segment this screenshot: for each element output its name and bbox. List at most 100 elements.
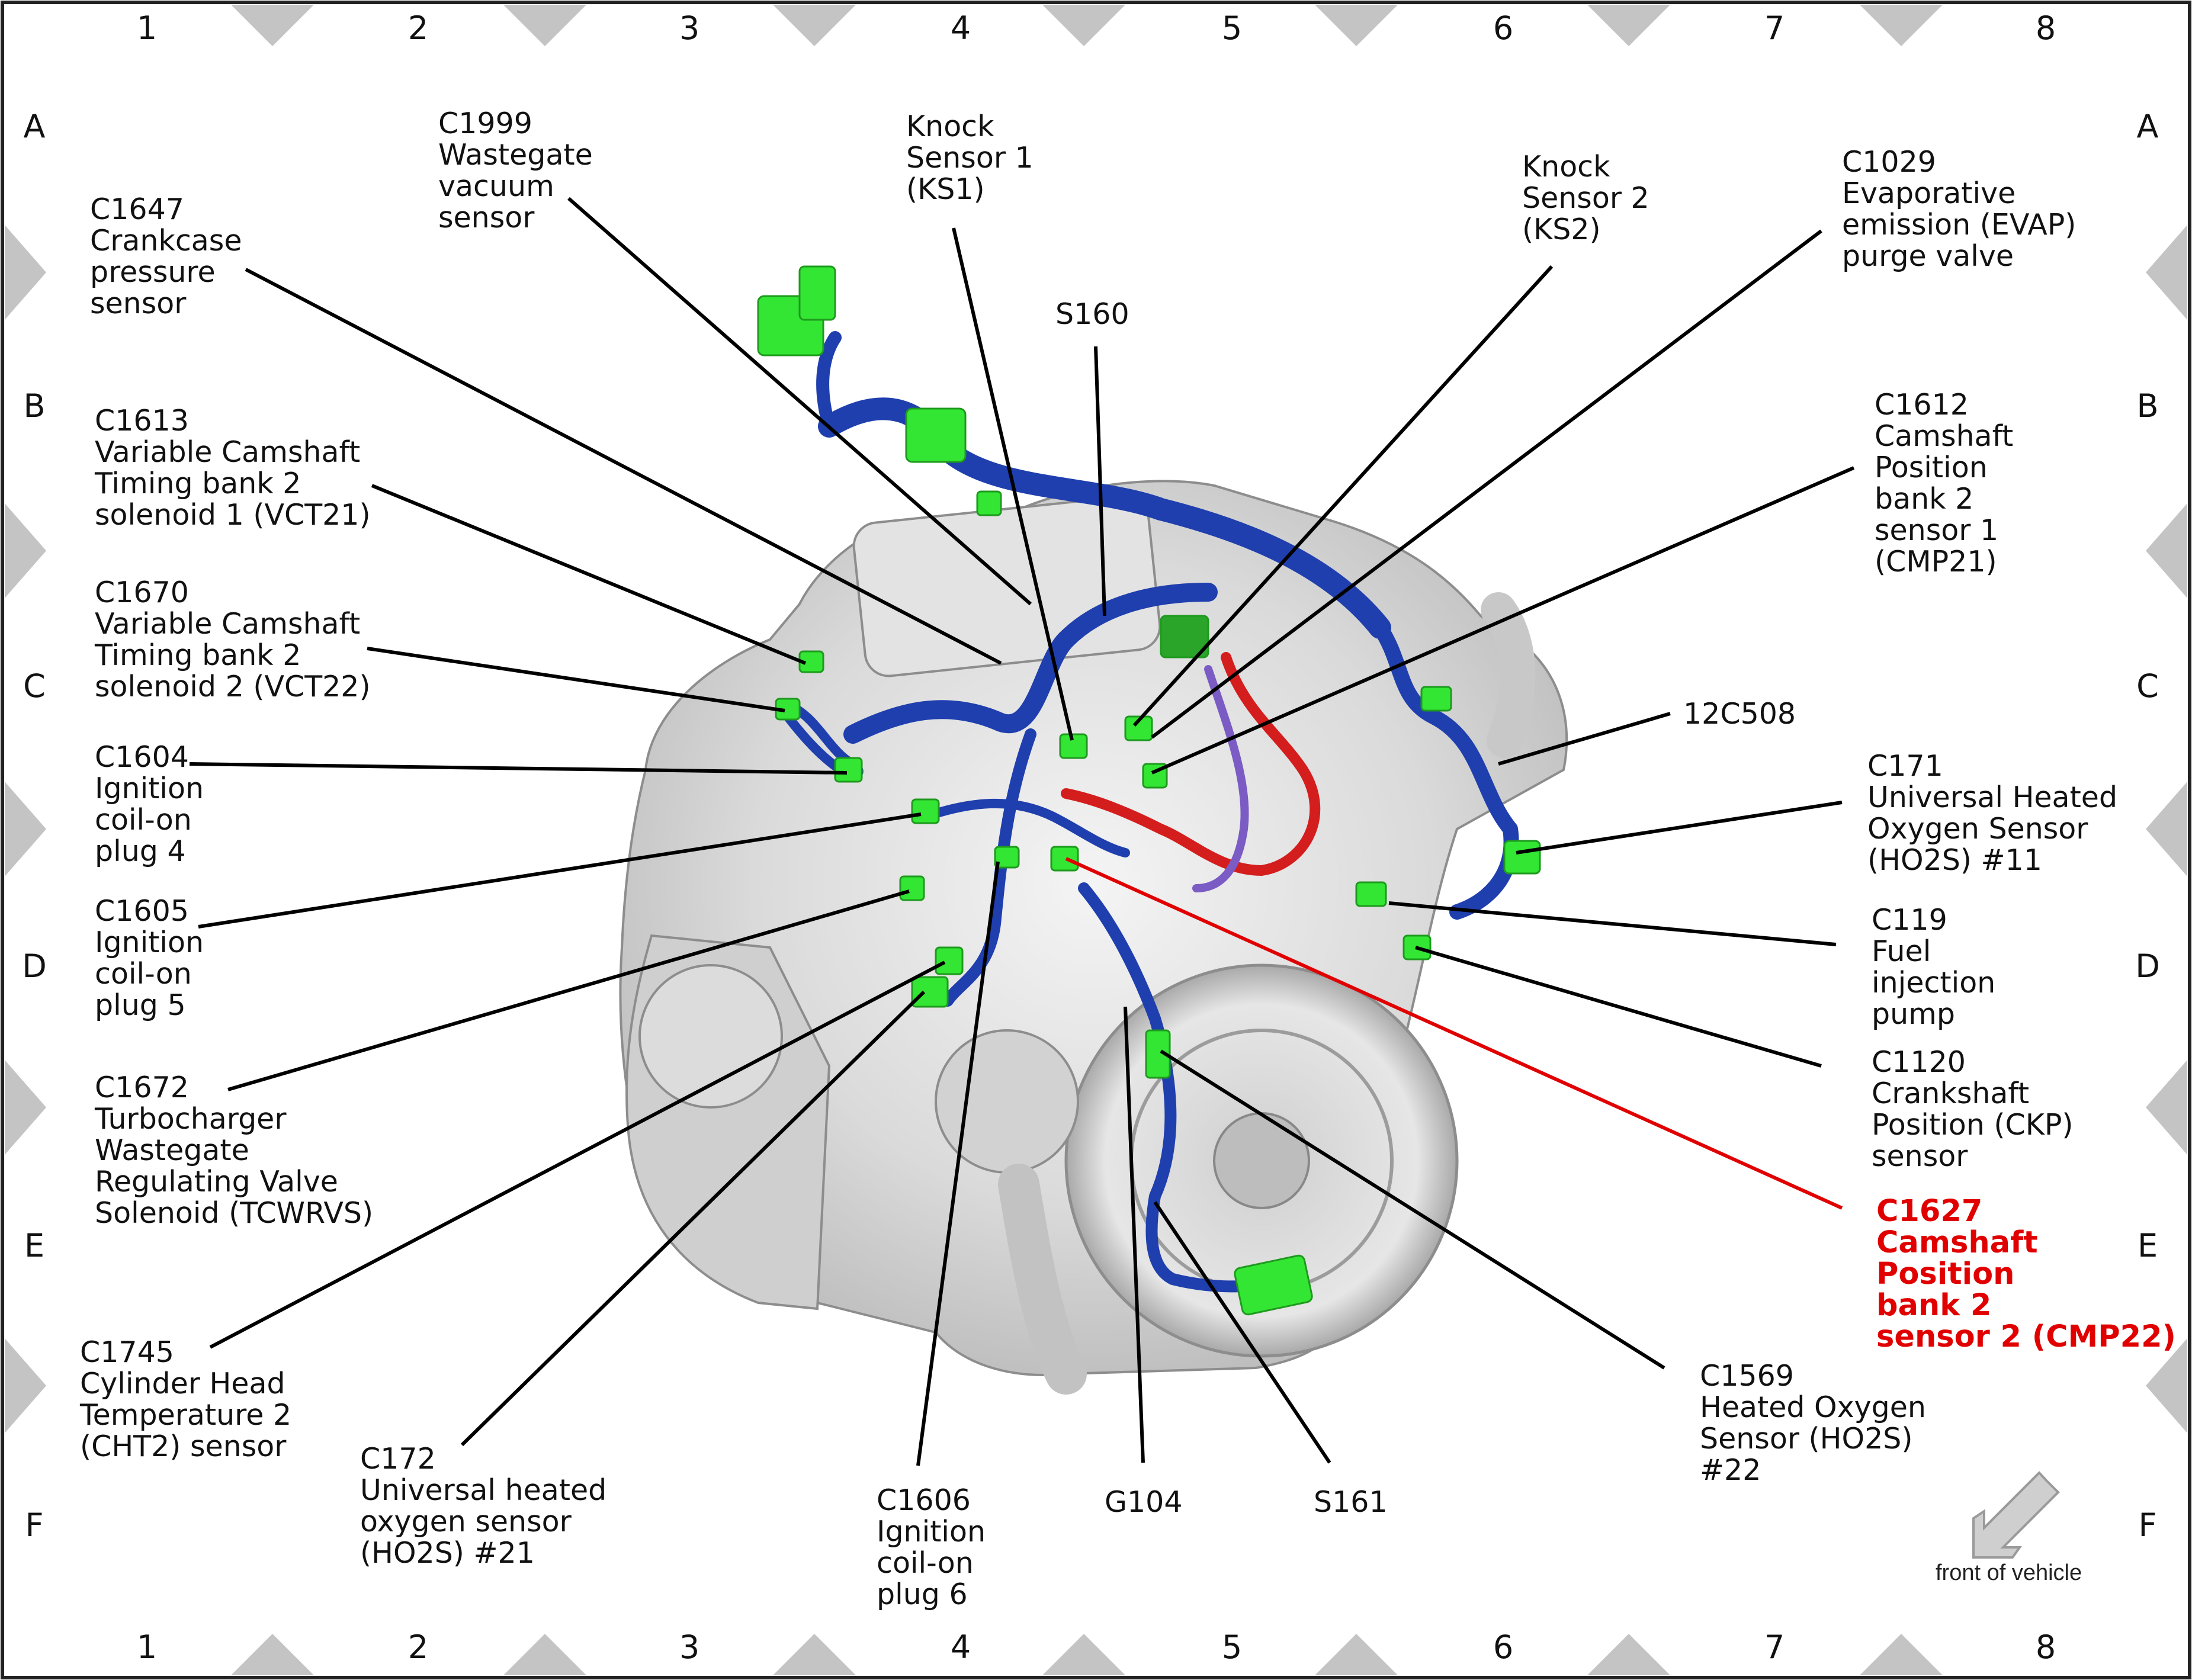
harness-purple-branch — [1192, 665, 1249, 892]
connector-green-dark — [1160, 615, 1209, 658]
front-of-vehicle-label: front of vehicle — [1936, 1560, 2082, 1585]
callout-s160: S160 — [1055, 297, 1129, 331]
grid-row-b-left: B — [23, 387, 45, 425]
connector-c1672 — [899, 875, 925, 901]
callout-c119: C119 Fuel injection pump — [1872, 903, 2005, 1031]
callout-c1627: C1627 Camshaft Position bank 2 sensor 2 … — [1876, 1194, 2176, 1354]
grid-row-a-right: A — [2137, 108, 2159, 145]
leader-c1647 — [245, 268, 1002, 665]
leader-ks1 — [952, 227, 1074, 741]
grid-row-labels-left: A B C D E F — [22, 108, 47, 1544]
callout-c1999: C1999 Wastegate vacuum sensor — [438, 107, 602, 235]
leader-12c508 — [1498, 712, 1671, 766]
callout-c1120: C1120 Crankshaft Position (CKP) sensor — [1872, 1045, 2082, 1173]
leader-c1745 — [209, 961, 946, 1349]
connector-c171 — [1503, 840, 1541, 875]
grid-col-1-bottom: 1 — [137, 1628, 157, 1666]
leader-c1029 — [1151, 229, 1822, 739]
leader-c172 — [460, 990, 926, 1447]
callout-labels: C1999 Wastegate vacuum sensor Knock Sens… — [79, 107, 2176, 1611]
grid-col-7-bottom: 7 — [1764, 1628, 1785, 1666]
connector-top-pair — [798, 265, 836, 321]
harness-down-branch — [942, 728, 1036, 1007]
leader-c119 — [1388, 901, 1837, 946]
engine-illustration — [619, 480, 1568, 1395]
grid-col-8-bottom: 8 — [2036, 1628, 2056, 1666]
grid-col-6-bottom: 6 — [1493, 1628, 1513, 1666]
leader-c1999 — [567, 197, 1032, 606]
callout-c1745: C1745 Cylinder Head Temperature 2 (CHT2)… — [79, 1335, 301, 1463]
grid-col-2-bottom: 2 — [408, 1628, 428, 1666]
valve-cover — [852, 495, 1161, 677]
callout-c1605: C1605 Ignition coil-on plug 5 — [95, 894, 213, 1022]
front-of-vehicle-indicator: front of vehicle — [1936, 1471, 2082, 1585]
callout-c1604: C1604 Ignition coil-on plug 4 — [95, 740, 213, 868]
connector-right-c — [1420, 686, 1452, 712]
harness-lower-branch — [1078, 882, 1285, 1293]
wiring-harness — [783, 331, 1519, 1293]
grid-row-c-left: C — [23, 667, 46, 705]
connector-c1604 — [834, 757, 863, 783]
callout-12c508: 12C508 — [1683, 697, 1796, 731]
connector-bottom-plug — [1234, 1254, 1313, 1316]
grid-col-3-top: 3 — [679, 9, 699, 47]
grid-row-c-right: C — [2136, 667, 2159, 705]
leader-ks2 — [1132, 265, 1554, 727]
callout-c1647: C1647 Crankcase pressure sensor — [90, 192, 251, 320]
grid-row-e-right: E — [2138, 1227, 2158, 1264]
grid-col-3-bottom: 3 — [679, 1628, 699, 1666]
callout-c1612: C1612 Camshaft Position bank 2 sensor 1 … — [1875, 388, 2023, 579]
grid-row-f-right: F — [2138, 1506, 2156, 1544]
harness-left-branch — [843, 583, 1218, 744]
grid-column-labels-bottom: 1 2 3 4 5 6 7 8 — [137, 1628, 2056, 1666]
grid-column-labels-top: 1 2 3 4 5 6 7 8 — [137, 9, 2056, 47]
pulley — [638, 964, 783, 1109]
leader-c1670 — [367, 647, 785, 712]
connector-c1606 — [994, 846, 1020, 869]
connector-c1627 — [1050, 846, 1079, 872]
callout-c1670: C1670 Variable Camshaft Timing bank 2 so… — [94, 576, 371, 704]
leader-c1606 — [916, 861, 1000, 1466]
grid-row-labels-right: A B C D E F — [2135, 108, 2160, 1544]
harness-red-branch — [1061, 652, 1321, 876]
harness-upper-tail — [816, 331, 842, 433]
grid-col-8-top: 8 — [2036, 9, 2056, 47]
callout-s161: S161 — [1314, 1485, 1388, 1519]
grid-col-2-top: 2 — [408, 9, 428, 47]
grid-row-e-left: E — [24, 1227, 44, 1264]
leader-s160 — [1094, 346, 1106, 616]
grid-col-1-top: 1 — [137, 9, 157, 47]
callout-ks2: Knock Sensor 2 (KS2) — [1522, 150, 1658, 246]
connectors — [757, 265, 1541, 1316]
leader-c1612 — [1151, 466, 1855, 775]
callout-c1672: C1672 Turbocharger Wastegate Regulating … — [94, 1071, 373, 1230]
grid-col-5-bottom: 5 — [1222, 1628, 1242, 1666]
leader-c1569 — [1160, 1049, 1665, 1370]
connector-c1605 — [911, 798, 940, 824]
grid-row-a-left: A — [24, 108, 46, 145]
leader-c1120 — [1415, 946, 1822, 1068]
connector-ks2 — [1124, 715, 1153, 741]
leader-lines — [189, 197, 1855, 1466]
connector-c1569 — [1145, 1029, 1171, 1079]
callout-c171: C171 Universal Heated Oxygen Sensor (HO2… — [1867, 749, 2127, 877]
grid-col-5-top: 5 — [1222, 9, 1242, 47]
connector-c1745 — [935, 946, 964, 975]
grid-row-d-left: D — [22, 947, 47, 985]
callout-c1606: C1606 Ignition coil-on plug 6 — [877, 1483, 995, 1611]
leader-c1627 — [1065, 857, 1843, 1210]
callout-c172: C172 Universal heated oxygen sensor (HO2… — [360, 1442, 616, 1570]
leader-c1672 — [227, 889, 910, 1091]
leader-s161 — [1153, 1201, 1331, 1464]
harness-mid-branch — [919, 798, 1130, 857]
intake-tube — [1481, 592, 1536, 758]
grid-col-4-top: 4 — [951, 9, 971, 47]
leader-g104 — [1124, 1006, 1145, 1463]
leader-c1605 — [198, 812, 922, 929]
connector-ks1 — [1059, 733, 1088, 759]
grid-col-7-top: 7 — [1764, 9, 1785, 47]
callout-g104: G104 — [1105, 1485, 1183, 1519]
grid-row-b-right: B — [2136, 387, 2158, 425]
connector-c119 — [1355, 881, 1387, 907]
turbocharger — [935, 1029, 1079, 1174]
